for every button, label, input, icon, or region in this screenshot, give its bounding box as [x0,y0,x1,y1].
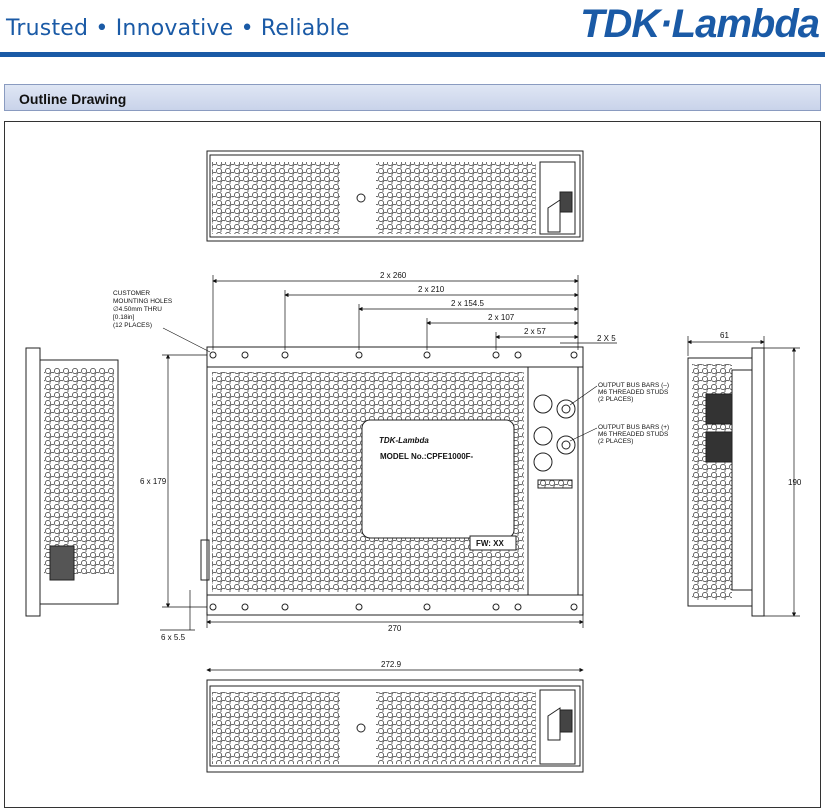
dim-6x179: 6 x 179 [140,477,167,486]
svg-text:(2 PLACES): (2 PLACES) [598,438,633,445]
svg-text:MOUNTING HOLES: MOUNTING HOLES [113,298,173,305]
output-pos-note: OUTPUT BUS BARS (+) M6 THREADED STUDS (2… [569,424,669,445]
top-view [206,150,584,242]
dim-2x107: 2 x 107 [488,313,515,322]
dim-272: 272.9 [381,660,402,669]
svg-text:OUTPUT BUS BARS (+): OUTPUT BUS BARS (+) [598,424,669,431]
dim-61: 61 [720,331,729,340]
dim-6x5-5: 6 x 5.5 [161,633,186,642]
svg-text:[0.18in]: [0.18in] [113,314,135,321]
label-model: MODEL No.:CPFE1000F- [380,452,474,461]
front-view [200,346,584,616]
svg-text:CUSTOMER: CUSTOMER [113,290,150,297]
svg-text:M6 THREADED STUDS: M6 THREADED STUDS [598,431,669,438]
header-rule [0,52,825,57]
mounting-holes [209,351,578,611]
svg-text:M6 THREADED STUDS: M6 THREADED STUDS [598,389,669,396]
svg-text:(12 PLACES): (12 PLACES) [113,322,152,329]
dim-190: 190 [788,478,802,487]
svg-text:OUTPUT BUS BARS (–): OUTPUT BUS BARS (–) [598,382,669,389]
tagline: Trusted • Innovative • Reliable [6,16,350,41]
dim-2x210: 2 x 210 [418,285,445,294]
brand-logo: TDK·Lambda [580,2,820,46]
drawing-frame [4,121,821,808]
dim-2x5: 2 X 5 [597,334,616,343]
section-title: Outline Drawing [19,91,127,107]
svg-text:∅4.50mm THRU: ∅4.50mm THRU [113,306,162,313]
left-side-view [25,347,119,617]
label-brand: TDK-Lambda [379,436,429,445]
section-header: Outline Drawing [4,84,821,111]
dim-2x260: 2 x 260 [380,271,407,280]
output-neg-note: OUTPUT BUS BARS (–) M6 THREADED STUDS (2… [569,382,669,406]
right-dimensions [687,336,800,617]
svg-text:(2 PLACES): (2 PLACES) [598,396,633,403]
vertical-dimensions [160,354,207,631]
label-fw: FW: XX [476,539,505,548]
customer-note: CUSTOMER MOUNTING HOLES ∅4.50mm THRU [0.… [113,290,211,353]
bottom-view [206,679,584,773]
dim-2x57: 2 x 57 [524,327,546,336]
dim-2x154: 2 x 154.5 [451,299,484,308]
right-side-view [687,347,765,617]
horizontal-dimensions [206,275,617,673]
dim-270: 270 [388,624,402,633]
